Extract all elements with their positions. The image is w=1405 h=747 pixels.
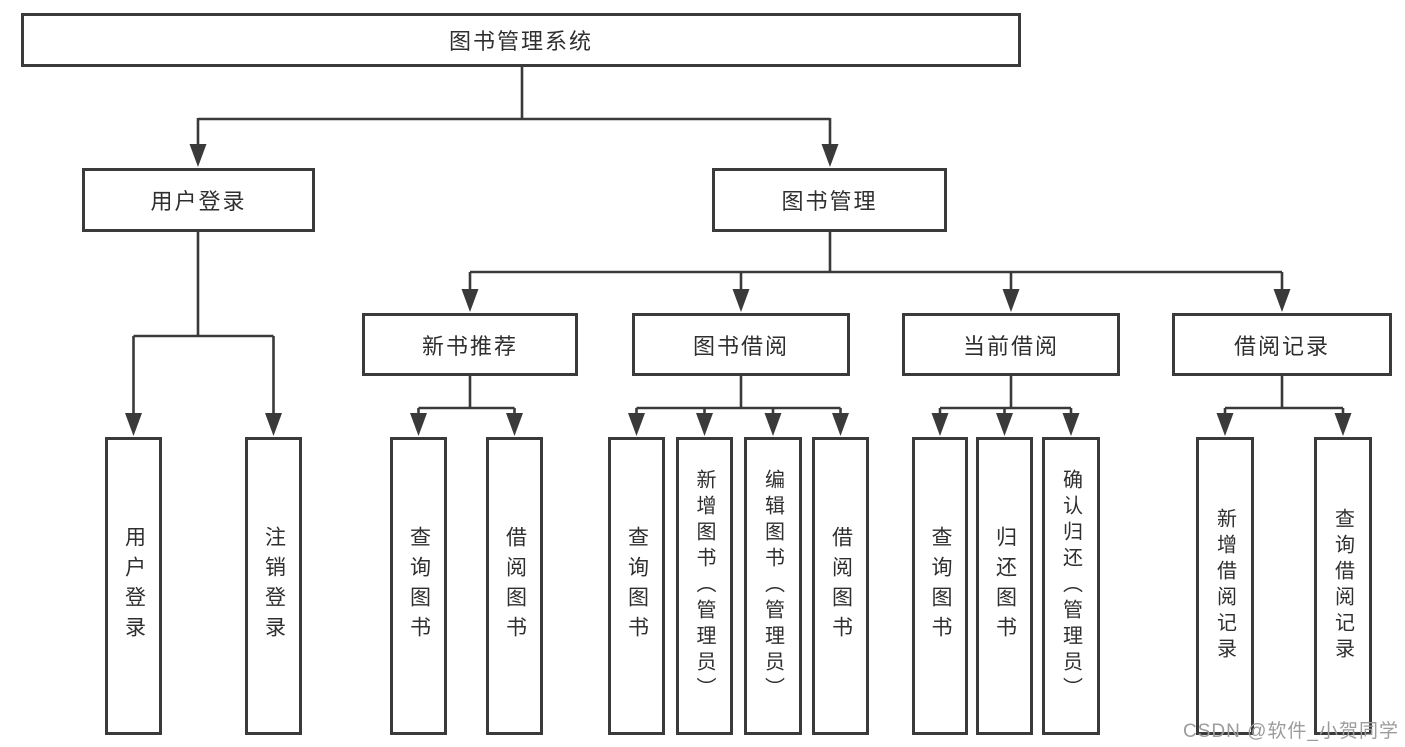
leaf-query-books-borrow-label: 查询图书 bbox=[625, 526, 649, 646]
leaf-query-books-borrow: 查询图书 bbox=[608, 437, 665, 735]
leaf-add-books-admin-label: 新增图书（管理员） bbox=[693, 469, 715, 703]
leaf-add-books-admin: 新增图书（管理员） bbox=[676, 437, 733, 735]
leaf-borrow-books-recommend: 借阅图书 bbox=[486, 437, 543, 735]
leaf-add-borrow-record-label: 新增借阅记录 bbox=[1213, 508, 1236, 664]
leaf-query-books-recommend-label: 查询图书 bbox=[407, 526, 431, 646]
leaf-confirm-return-admin: 确认归还（管理员） bbox=[1042, 437, 1100, 735]
leaf-user-login-label: 用户登录 bbox=[122, 526, 146, 646]
connector-user-login-to-leaves bbox=[125, 232, 282, 436]
leaf-return-books-label: 归还图书 bbox=[993, 526, 1017, 646]
leaf-confirm-return-admin-label: 确认归还（管理员） bbox=[1059, 469, 1082, 703]
connector-book-borrowing-to-leaves bbox=[628, 376, 849, 436]
node-new-book-recommendation: 新书推荐 bbox=[362, 313, 578, 376]
leaf-query-borrow-record-label: 查询借阅记录 bbox=[1331, 508, 1354, 664]
leaf-user-login: 用户登录 bbox=[105, 437, 162, 735]
node-book-borrowing: 图书借阅 bbox=[632, 313, 850, 376]
connector-root-to-level2 bbox=[189, 67, 839, 167]
node-current-borrowing: 当前借阅 bbox=[902, 313, 1120, 376]
node-borrowing-records: 借阅记录 bbox=[1172, 313, 1392, 376]
leaf-borrow-books-borrow: 借阅图书 bbox=[812, 437, 869, 735]
connector-borrowing-records-to-leaves bbox=[1216, 376, 1352, 436]
leaf-query-books-recommend: 查询图书 bbox=[390, 437, 447, 735]
leaf-borrow-books-borrow-label: 借阅图书 bbox=[829, 526, 853, 646]
node-current-borrowing-label: 当前借阅 bbox=[962, 333, 1059, 359]
leaf-edit-books-admin-label: 编辑图书（管理员） bbox=[761, 469, 784, 703]
node-root: 图书管理系统 bbox=[21, 13, 1021, 67]
leaf-return-books: 归还图书 bbox=[976, 437, 1033, 735]
node-book-management-label: 图书管理 bbox=[781, 189, 878, 214]
leaf-add-borrow-record: 新增借阅记录 bbox=[1196, 437, 1254, 735]
connector-current-borrowing-to-leaves bbox=[931, 376, 1080, 436]
node-root-label: 图书管理系统 bbox=[448, 29, 593, 54]
node-user-login-label: 用户登录 bbox=[150, 189, 247, 214]
connector-new-book-recommendation-to-leaves bbox=[410, 376, 523, 436]
leaf-query-borrow-record: 查询借阅记录 bbox=[1314, 437, 1372, 735]
node-book-management: 图书管理 bbox=[712, 168, 947, 232]
node-new-book-recommendation-label: 新书推荐 bbox=[421, 333, 518, 359]
watermark: CSDN @软件_小贺同学 bbox=[1183, 721, 1399, 742]
node-book-borrowing-label: 图书借阅 bbox=[692, 333, 789, 359]
leaf-edit-books-admin: 编辑图书（管理员） bbox=[744, 437, 802, 735]
leaf-query-books-current-label: 查询图书 bbox=[929, 526, 952, 646]
leaf-borrow-books-recommend-label: 借阅图书 bbox=[503, 526, 527, 646]
node-borrowing-records-label: 借阅记录 bbox=[1233, 333, 1330, 359]
leaf-logout-label: 注销登录 bbox=[262, 526, 286, 646]
connector-book-management-to-level3 bbox=[461, 232, 1291, 312]
node-user-login: 用户登录 bbox=[82, 168, 315, 232]
leaf-logout: 注销登录 bbox=[245, 437, 302, 735]
leaf-query-books-current: 查询图书 bbox=[912, 437, 968, 735]
